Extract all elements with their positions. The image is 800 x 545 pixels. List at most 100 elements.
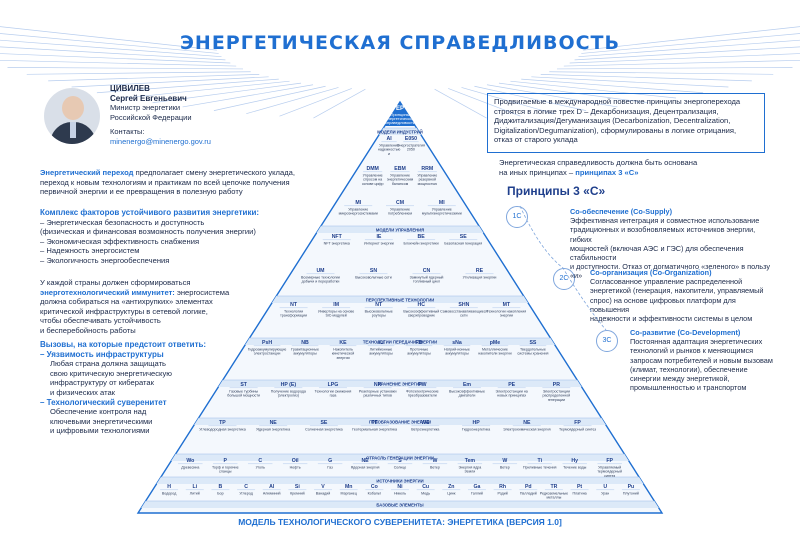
element-label: Гравитационные <box>291 348 319 352</box>
element-label: Электростанции на <box>496 390 528 394</box>
ray-line <box>461 87 554 115</box>
minister-photo <box>44 88 100 144</box>
three-d-box: Продвигаемые в международной повестке пр… <box>487 93 765 153</box>
challenges-heading: Вызовы, на которые предстоит ответить: <box>40 340 207 349</box>
element-label: сети <box>460 314 467 318</box>
ray-line <box>0 39 222 58</box>
element-code: P <box>224 458 228 464</box>
element-code: NE <box>270 420 278 426</box>
element-code: Oil <box>292 458 299 464</box>
element-code: NR <box>374 382 382 388</box>
element-label: и <box>388 152 390 156</box>
element-code: FP <box>606 458 613 464</box>
principle-co-organization: Co-организация (Co-Organization) Согласо… <box>590 268 770 323</box>
pyramid-band <box>194 418 606 425</box>
pyramid-band <box>156 477 644 484</box>
box-line: строятся в логике трех D – Декарбонизаци… <box>494 106 719 116</box>
element-label: аккумуляторы <box>369 352 393 356</box>
element-label: электростанции <box>254 352 281 356</box>
element-code: Hy <box>571 458 578 464</box>
element-code: NB <box>301 340 309 346</box>
element-label: Самовосстанавливающиеся <box>440 310 487 314</box>
element-label: основе цифр <box>362 182 384 186</box>
element-code: PE <box>508 382 515 388</box>
immunity-block: У каждой страны должен сформироваться эн… <box>40 278 340 336</box>
element-label: Уголь <box>256 466 265 470</box>
ray-line <box>448 88 521 117</box>
element-label: аккумуляторы <box>293 352 317 356</box>
principle-heading: Co-организация (Co-Organization) <box>590 268 712 277</box>
element-code: B <box>219 484 223 490</box>
principle-line: Согласованное управление распределенной <box>590 277 743 287</box>
justice-line-2: на иных принципах – <box>499 167 576 177</box>
principle-line: надежности и эффективности системы в цел… <box>590 314 753 324</box>
ray-line <box>313 88 366 119</box>
ray-line <box>279 88 352 117</box>
element-label: надежностью <box>378 148 401 152</box>
element-label: Платина <box>572 492 586 496</box>
principle-line: (климат, технологии), обеспечение <box>630 364 748 374</box>
factor-item: – Надежность энергосистем <box>40 246 140 256</box>
element-code: PsH <box>262 340 272 346</box>
element-code: W <box>432 458 437 464</box>
pyramid-apex <box>384 102 416 126</box>
ray-line <box>7 67 244 70</box>
principle-line: Эффективная интеграция и совместное испо… <box>570 216 760 226</box>
ray-line <box>0 26 217 51</box>
ray-line <box>123 80 290 99</box>
element-label: Накопитель <box>333 348 353 352</box>
element-label: Газовые турбины <box>229 390 258 394</box>
element-label: Безопасная генерация <box>444 242 482 246</box>
element-code: SS <box>529 340 536 346</box>
contact-email-link[interactable]: minenergo@minenergo.gov.ru <box>110 136 211 146</box>
vulnerability-line: инфраструктуру от кибератак <box>50 378 154 388</box>
element-code: Ni <box>397 484 403 490</box>
intro-line-2: переход к новым технологиям и практикам … <box>40 177 290 187</box>
photo-head <box>62 96 84 120</box>
element-code: U <box>603 484 607 490</box>
element-label: Натрий-ионные <box>444 348 470 352</box>
ray-line <box>531 76 729 88</box>
element-code: H <box>167 484 171 490</box>
band-label: ТЕХНОЛОГИИ ПЕРЕДАЧИ ЭНЕРГИИ <box>363 339 437 344</box>
element-code: Cu <box>422 484 429 490</box>
element-label: Высокоэффективные <box>449 390 485 394</box>
element-code: C <box>258 458 262 464</box>
element-label: большой мощности <box>227 394 260 398</box>
element-label: балансом <box>392 182 409 186</box>
element-label: Ветер <box>430 466 440 470</box>
principles-connector <box>519 205 607 331</box>
element-code: SE <box>460 234 467 240</box>
element-label: Твердотельные <box>520 348 546 352</box>
principle-line: мощностей (включая АЭС и ГЭС) для обеспе… <box>570 243 744 263</box>
element-label: Высоковольтные <box>365 310 393 314</box>
element-code: HP (E) <box>281 382 297 388</box>
element-code: Pt <box>577 484 582 490</box>
element-code: NE <box>523 420 531 426</box>
immunity-line: У каждой страны должен сформироваться <box>40 278 191 287</box>
element-label: Получение водорода <box>271 390 306 394</box>
factor-item: – Экономическая эффективность снабжения <box>40 236 200 246</box>
element-label: потреблением <box>388 212 412 216</box>
element-code: MI <box>355 200 361 206</box>
element-code: EBM <box>394 166 406 172</box>
element-label: Бор <box>217 492 223 496</box>
element-label: Блокчейн энергетики <box>404 242 439 246</box>
element-code: NFT <box>332 234 343 240</box>
element-code: sNa <box>452 340 462 346</box>
element-label: Технологии сжижения <box>315 390 352 394</box>
contacts-label: Контакты: <box>110 127 145 136</box>
element-label: Утилизация энергии <box>463 276 497 280</box>
element-label: синтез <box>604 474 615 478</box>
ray-line <box>213 85 326 111</box>
element-label: Технологии <box>284 310 303 314</box>
ray-line <box>563 59 800 67</box>
ray-line <box>540 73 752 82</box>
band-label: БАЗОВЫЕ ЭЛЕМЕНТЫ <box>376 502 423 507</box>
element-code: BE <box>417 234 425 240</box>
element-label: Кремний <box>290 492 305 496</box>
element-label: Никель <box>394 492 406 496</box>
element-code: Mn <box>345 484 353 490</box>
element-code: PW <box>418 382 426 388</box>
